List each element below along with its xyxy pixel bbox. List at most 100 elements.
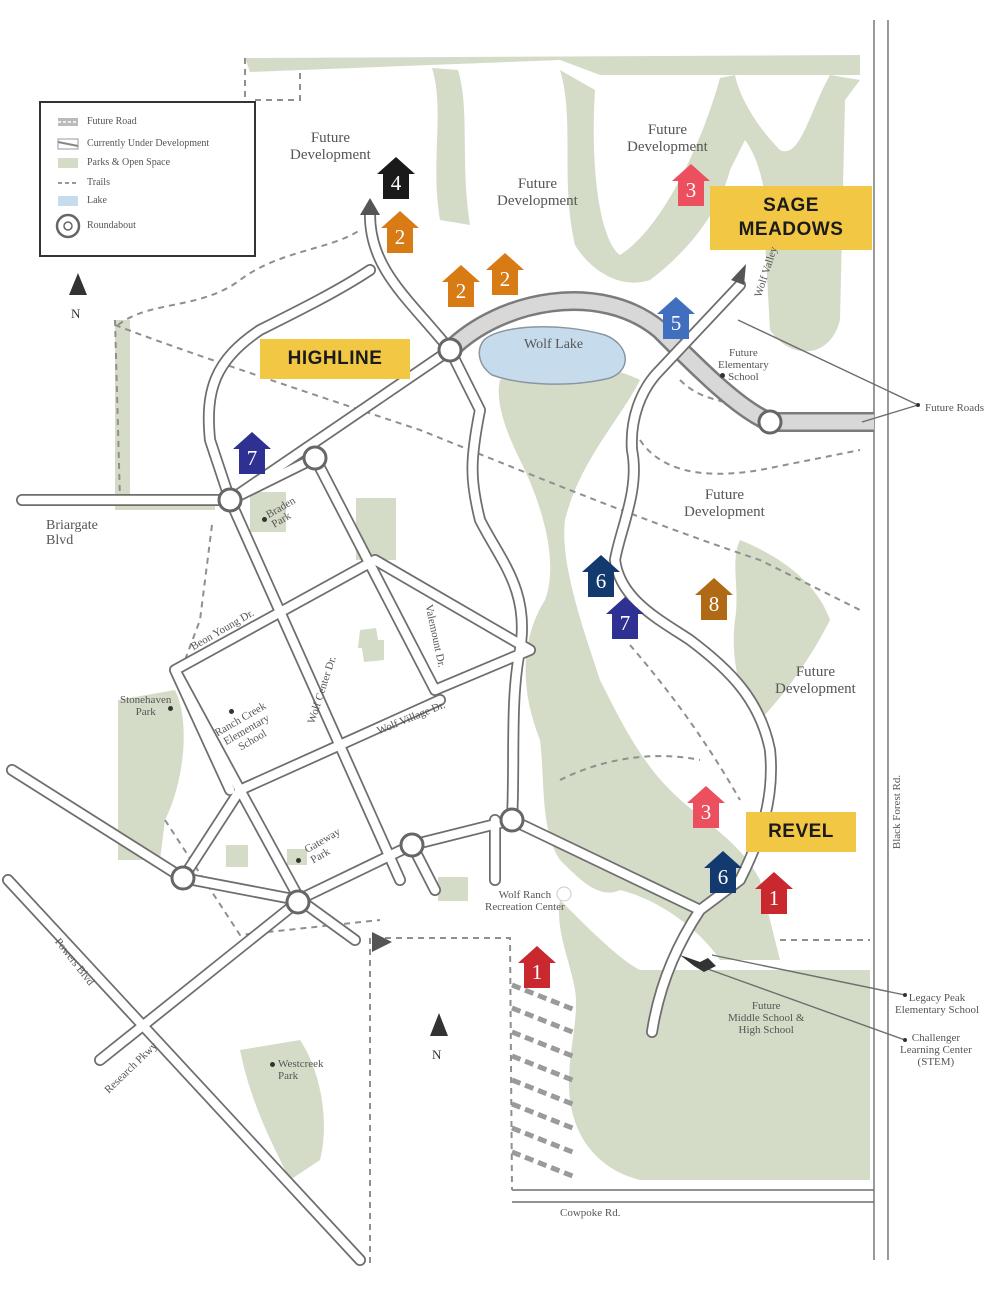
house-icon: [687, 786, 725, 828]
house-icon: [486, 253, 524, 295]
builder-marker[interactable]: 7: [232, 431, 272, 475]
lake-swatch: [58, 196, 78, 206]
roundabouts-layer: [170, 337, 783, 915]
trails-layer: [114, 58, 870, 1265]
house-icon: [518, 946, 556, 988]
park-dot: [262, 517, 267, 522]
stonehaven-park: [118, 690, 184, 860]
sage-meadows-line1: SAGE: [763, 195, 819, 216]
marker-number: 2: [499, 267, 511, 291]
parks-layer: [115, 55, 870, 1180]
marker-number: 1: [531, 960, 543, 984]
open-space-corridor: [432, 68, 470, 225]
wolf-lake-label: Wolf Lake: [524, 337, 584, 352]
house-icon: [704, 851, 742, 893]
east-open-space: [733, 540, 830, 720]
house-shape: [442, 265, 480, 307]
marker-number: 1: [768, 886, 780, 910]
builder-marker[interactable]: 3: [686, 785, 726, 829]
braden-park-block: [250, 492, 286, 532]
builder-marker[interactable]: 6: [703, 850, 743, 894]
roundabout: [399, 832, 425, 858]
builder-marker[interactable]: 8: [694, 577, 734, 621]
house-shape: [755, 872, 793, 914]
park-block: [438, 877, 468, 901]
highline-badge: HIGHLINE: [260, 339, 410, 379]
road-arrow-icon: [372, 932, 392, 952]
future-roads-layer: [442, 291, 874, 432]
marker-number: 6: [595, 569, 607, 593]
house-icon: [233, 432, 271, 474]
house-shape: [687, 786, 725, 828]
legend-swatches: [55, 118, 81, 239]
trail: [639, 439, 861, 475]
legend-parks: Parks & Open Space: [87, 157, 171, 168]
north-label: N: [71, 306, 81, 321]
house-icon: [755, 872, 793, 914]
builder-marker[interactable]: 1: [754, 871, 794, 915]
marker-number: 3: [685, 178, 697, 202]
sage-meadows-line2: MEADOWS: [738, 219, 844, 240]
gateway-park-block: [287, 849, 307, 865]
park-dot: [270, 1062, 275, 1067]
road-arrow-icon: [731, 264, 746, 285]
marker-number: 4: [390, 171, 402, 195]
builder-marker[interactable]: 7: [605, 596, 645, 640]
house-icon: [672, 164, 710, 206]
builder-marker[interactable]: 5: [656, 296, 696, 340]
trail: [679, 379, 761, 411]
house-shape: [518, 946, 556, 988]
house-shape: [582, 555, 620, 597]
builder-marker[interactable]: 3: [671, 163, 711, 207]
builder-marker[interactable]: 2: [380, 210, 420, 254]
revel-badge: REVEL: [746, 812, 856, 852]
builder-marker[interactable]: 1: [517, 945, 557, 989]
builder-marker[interactable]: 2: [485, 252, 525, 296]
house-icon: [377, 157, 415, 199]
park-square: [226, 845, 248, 867]
house-shape: [377, 157, 415, 199]
marker-number: 8: [708, 592, 720, 616]
house-shape: [695, 578, 733, 620]
roundabout: [285, 889, 311, 915]
legend-roundabout: Roundabout: [87, 220, 136, 231]
roundabout: [437, 337, 463, 363]
parks-swatch: [58, 158, 78, 168]
trail: [117, 229, 361, 326]
north-arrow-icon: [430, 1013, 448, 1036]
marker-number: 6: [717, 865, 729, 889]
marker-number: 7: [619, 611, 631, 635]
roundabout: [757, 409, 783, 435]
marker-number: 5: [670, 311, 682, 335]
builder-marker[interactable]: 4: [376, 156, 416, 200]
under-development-stripes: [511, 982, 576, 1180]
marker-number: 2: [455, 279, 467, 303]
north-label: N: [432, 1047, 442, 1062]
west-open-space: [115, 320, 215, 510]
pointer-line: [737, 319, 919, 406]
school-campus-open-space: [558, 900, 870, 1180]
sage-meadows-badge: SAGE MEADOWS: [710, 186, 872, 250]
cowpoke-label: Cowpoke Rd.: [560, 1207, 621, 1219]
park-dot: [168, 706, 173, 711]
builder-marker[interactable]: 6: [581, 554, 621, 598]
roads-layer: [2, 209, 777, 1266]
legend-under-development: Currently Under Development: [87, 138, 210, 149]
school-dot: [229, 709, 234, 714]
legend-lake: Lake: [87, 195, 107, 206]
builder-marker[interactable]: 2: [441, 264, 481, 308]
school-dot: [720, 373, 725, 378]
roundabout: [217, 487, 243, 513]
house-shape: [233, 432, 271, 474]
marker-number: 2: [394, 225, 406, 249]
house-shape: [657, 297, 695, 339]
